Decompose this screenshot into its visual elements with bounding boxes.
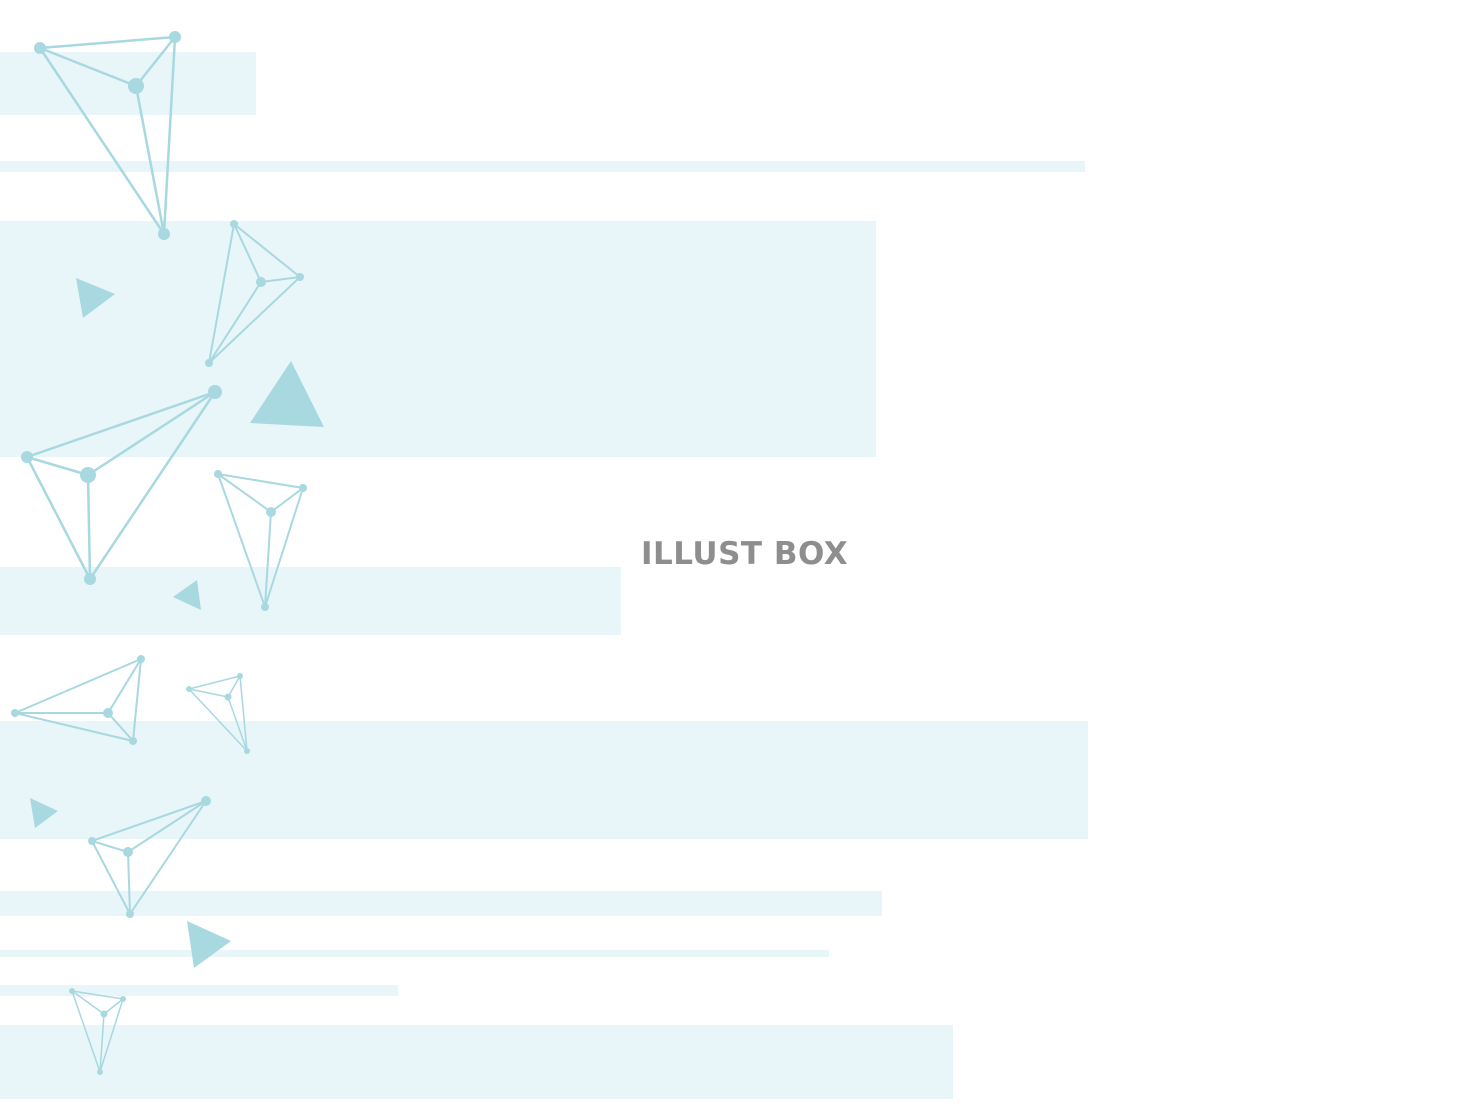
wireframe-polyhedron <box>21 385 222 585</box>
background-band <box>0 985 398 996</box>
background-band <box>0 721 1088 839</box>
background-band <box>0 891 882 916</box>
wireframe-polyhedron <box>34 31 181 240</box>
background-band <box>0 567 621 635</box>
watermark-logo: ILLUST BOX <box>641 536 849 572</box>
background-band <box>0 221 876 457</box>
background-band <box>0 161 1085 172</box>
wireframe-polyhedron <box>88 796 211 918</box>
triangle-shape <box>187 921 231 968</box>
wireframe-polyhedron <box>214 470 307 611</box>
wireframe-polyhedron <box>186 673 250 754</box>
wireframe-polyhedron <box>69 988 126 1075</box>
wireframe-polyhedron <box>205 220 304 367</box>
background-band <box>0 1025 953 1099</box>
triangle-shape <box>30 798 58 828</box>
triangle-shape <box>76 278 115 318</box>
triangle-shape <box>173 580 201 610</box>
triangle-shape <box>250 361 324 427</box>
wireframe-polyhedron <box>11 655 145 745</box>
background-band <box>0 950 829 957</box>
